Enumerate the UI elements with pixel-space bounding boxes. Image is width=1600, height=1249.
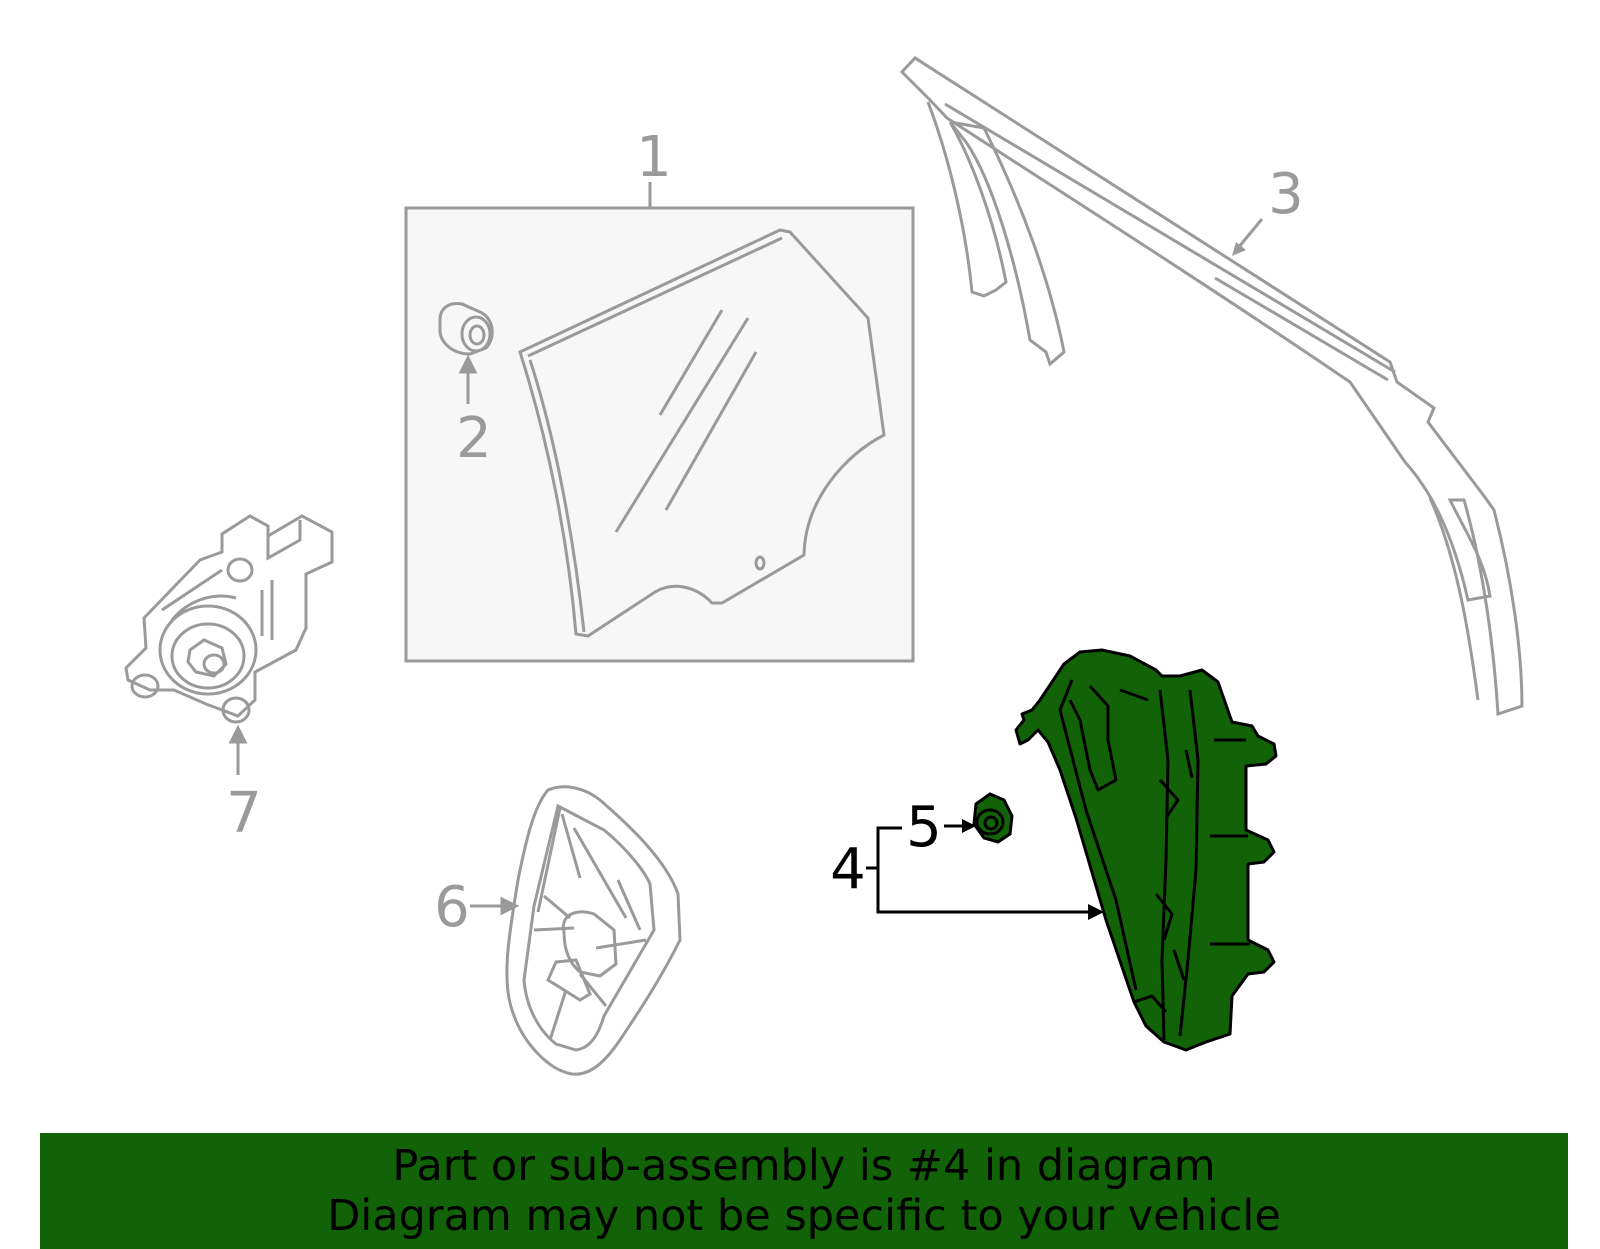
part-4-regulator-body [1014, 648, 1278, 1052]
part-4-regulator-track [1158, 689, 1170, 1041]
part-2-clip-group [438, 302, 494, 404]
part-1-glare-3 [664, 351, 758, 511]
part-4-regulator-slot-1 [1158, 749, 1194, 819]
part-5-nut-hole [983, 815, 999, 831]
part-6-seal-hub-arm [546, 958, 592, 1002]
part-1-hole [754, 555, 766, 571]
part-6-seal-ribs [533, 807, 647, 1041]
part-7-motor-bolt-top [226, 557, 254, 583]
callout-4-bracket [866, 826, 1090, 914]
part-1-glass [518, 228, 886, 638]
banner-line-2: Diagram may not be specific to your vehi… [327, 1191, 1281, 1241]
part-7-motor-housing [124, 514, 334, 718]
banner-line-1: Part or sub-assembly is #4 in diagram [392, 1141, 1216, 1191]
info-banner: Part or sub-assembly is #4 in diagram Di… [40, 1133, 1568, 1249]
part-7-motor-hub-center [202, 653, 226, 675]
callout-2: 2 [456, 406, 492, 471]
part-1-glass-edge [527, 236, 783, 633]
part-4-regulator-rail-left [1058, 679, 1138, 991]
callout-7: 7 [226, 781, 262, 846]
part-5-nut-group [972, 792, 1014, 844]
callout-1: 1 [636, 125, 672, 190]
part-4-regulator-slot-2 [1154, 893, 1186, 981]
part-2-clip-face [460, 315, 492, 353]
part-6-arrowhead [500, 896, 520, 916]
part-3-frame-inner-rail [944, 102, 1480, 701]
part-1-box [404, 206, 915, 663]
part-7-motor-ribs [161, 568, 274, 640]
callout-5-arrowhead [962, 819, 976, 833]
part-7-motor-bolt-bottom [221, 696, 251, 724]
part-6-seal-hub [561, 910, 618, 978]
part-6-seal-inner [522, 803, 656, 1052]
callout-6: 6 [434, 875, 470, 940]
part-4-regulator-lower-edge [1133, 994, 1168, 1013]
part-6-seal-outer [505, 785, 682, 1076]
part-2-arrowhead [458, 354, 478, 374]
part-1-glare-1 [658, 309, 724, 416]
callout-4: 4 [830, 837, 866, 902]
part-1-glare-2 [614, 317, 750, 533]
callout-3: 3 [1268, 162, 1304, 227]
part-3-frame-group [899, 56, 1524, 717]
callout-4-arrowhead [1088, 904, 1104, 920]
part-7-motor-shaft-box [266, 520, 302, 561]
part-7-motor-gear-outer [158, 604, 258, 696]
part-2-clip-body [438, 302, 494, 356]
callout-5: 5 [906, 795, 942, 860]
part-4-regulator-brackets [1119, 688, 1250, 946]
part-6-seal-group [470, 785, 682, 1076]
part-7-arrowhead [228, 724, 248, 744]
part-3-frame-vertical-leg [926, 101, 1066, 367]
part-7-motor-gear-inner [170, 622, 246, 690]
part-3-frame-outer [899, 56, 1524, 717]
part-7-motor-bolt-left [130, 673, 160, 699]
part-2-clip-hole [468, 324, 486, 346]
part-4-regulator-rail-right [1178, 689, 1200, 1037]
part-1-glass-group [404, 182, 915, 663]
part-3-leader [1232, 218, 1264, 256]
part-4-regulator-inner-channel [1068, 684, 1118, 792]
part-7-motor-group [124, 514, 334, 775]
part-4-regulator-group [1014, 648, 1278, 1052]
